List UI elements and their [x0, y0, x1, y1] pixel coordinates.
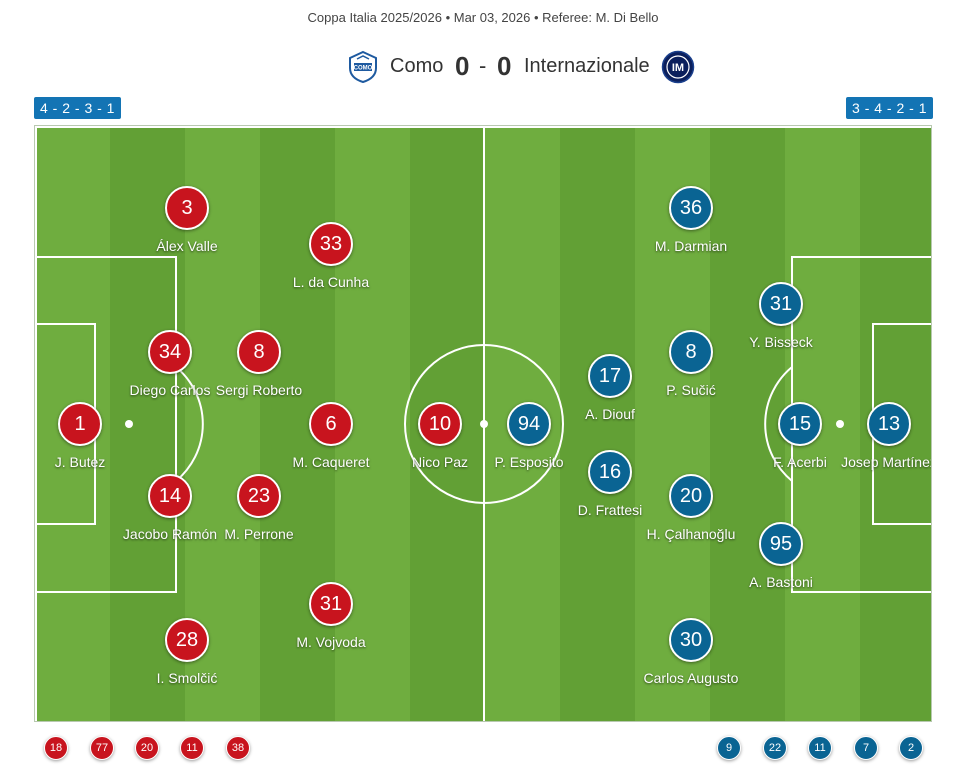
svg-text:IM: IM: [672, 62, 684, 74]
away-player[interactable]: 16 D. Frattesi: [578, 450, 642, 518]
player-number-badge: 30: [669, 618, 713, 662]
away-score: 0: [497, 51, 512, 81]
away-player[interactable]: 95 A. Bastoni: [749, 522, 813, 590]
player-name: Josep Martínez: [841, 454, 932, 470]
away-sub-badge[interactable]: 2: [899, 736, 923, 760]
player-name: F. Acerbi: [773, 454, 827, 470]
away-team-name: Internazionale: [524, 55, 650, 77]
player-name: M. Perrone: [224, 526, 294, 542]
player-name: M. Vojvoda: [296, 634, 366, 650]
home-player[interactable]: 1 J. Butez: [55, 402, 105, 470]
home-sub-badge[interactable]: 20: [135, 736, 159, 760]
home-player[interactable]: 34 Diego Carlos: [130, 330, 210, 398]
away-sub-badge[interactable]: 11: [808, 736, 832, 760]
home-sub-badge[interactable]: 11: [180, 736, 204, 760]
player-name: M. Caqueret: [292, 454, 370, 470]
inter-crest-icon: IM: [661, 50, 695, 84]
player-number-badge: 1: [58, 402, 102, 446]
home-sub-badge[interactable]: 18: [44, 736, 68, 760]
home-player[interactable]: 23 M. Perrone: [224, 474, 294, 542]
player-name: Nico Paz: [411, 454, 469, 470]
player-name: Carlos Augusto: [643, 670, 739, 686]
home-player[interactable]: 33 L. da Cunha: [293, 222, 369, 290]
player-number-badge: 8: [237, 330, 281, 374]
player-number-badge: 31: [309, 582, 353, 626]
player-number-badge: 23: [237, 474, 281, 518]
player-name: Sergi Roberto: [215, 382, 303, 398]
home-player[interactable]: 8 Sergi Roberto: [216, 330, 302, 398]
home-player[interactable]: 3 Álex Valle: [156, 186, 218, 254]
score-separator: -: [479, 53, 487, 78]
player-name: H. Çalhanoğlu: [646, 526, 736, 542]
player-number-badge: 94: [507, 402, 551, 446]
player-number-badge: 34: [148, 330, 192, 374]
player-number-badge: 10: [418, 402, 462, 446]
svg-text:COMO: COMO: [354, 66, 373, 72]
away-player[interactable]: 20 H. Çalhanoğlu: [647, 474, 735, 542]
home-player[interactable]: 6 M. Caqueret: [292, 402, 370, 470]
player-name: Jacobo Ramón: [122, 526, 218, 542]
player-number-badge: 14: [148, 474, 192, 518]
player-number-badge: 31: [759, 282, 803, 326]
away-sub-badge[interactable]: 22: [763, 736, 787, 760]
player-name: I. Smolčić: [156, 670, 218, 686]
home-player[interactable]: 28 I. Smolčić: [157, 618, 217, 686]
away-player[interactable]: 13 Josep Martínez: [841, 402, 931, 470]
home-player[interactable]: 31 M. Vojvoda: [296, 582, 366, 650]
home-sub-badge[interactable]: 38: [226, 736, 250, 760]
home-player[interactable]: 14 Jacobo Ramón: [123, 474, 217, 542]
player-number-badge: 20: [669, 474, 713, 518]
player-name: A. Diouf: [585, 406, 635, 422]
away-player[interactable]: 31 Y. Bisseck: [749, 282, 813, 350]
player-number-badge: 15: [778, 402, 822, 446]
player-number-badge: 6: [309, 402, 353, 446]
pitch: 1 J. Butez 3 Álex Valle 34 Diego Carlos …: [34, 125, 932, 722]
away-player[interactable]: 94 P. Esposito: [494, 402, 564, 470]
away-sub-badge[interactable]: 9: [717, 736, 741, 760]
player-number-badge: 3: [165, 186, 209, 230]
player-name: Y. Bisseck: [749, 334, 813, 350]
away-player[interactable]: 8 P. Sučić: [666, 330, 716, 398]
player-name: Álex Valle: [156, 238, 218, 254]
player-number-badge: 8: [669, 330, 713, 374]
player-name: L. da Cunha: [292, 274, 370, 290]
away-player[interactable]: 17 A. Diouf: [585, 354, 635, 422]
away-player[interactable]: 15 F. Acerbi: [773, 402, 827, 470]
away-sub-badge[interactable]: 7: [854, 736, 878, 760]
player-number-badge: 95: [759, 522, 803, 566]
player-name: J. Butez: [54, 454, 106, 470]
player-number-badge: 17: [588, 354, 632, 398]
player-number-badge: 16: [588, 450, 632, 494]
player-name: Diego Carlos: [129, 382, 211, 398]
away-player[interactable]: 30 Carlos Augusto: [644, 618, 738, 686]
home-formation-badge: 4 - 2 - 3 - 1: [34, 97, 121, 119]
player-name: A. Bastoni: [749, 574, 813, 590]
player-name: D. Frattesi: [577, 502, 643, 518]
home-player[interactable]: 10 Nico Paz: [412, 402, 468, 470]
match-meta: Coppa Italia 2025/2026 • Mar 03, 2026 • …: [307, 10, 659, 25]
como-crest-icon: COMO: [349, 50, 377, 84]
player-number-badge: 33: [309, 222, 353, 266]
home-team-name: Como: [390, 55, 444, 77]
player-number-badge: 36: [669, 186, 713, 230]
player-number-badge: 28: [165, 618, 209, 662]
home-score: 0: [455, 51, 470, 81]
player-number-badge: 13: [867, 402, 911, 446]
away-player[interactable]: 36 M. Darmian: [655, 186, 727, 254]
player-name: P. Sučić: [666, 382, 716, 398]
away-formation-badge: 3 - 4 - 2 - 1: [846, 97, 933, 119]
home-sub-badge[interactable]: 77: [90, 736, 114, 760]
player-name: M. Darmian: [654, 238, 728, 254]
player-name: P. Esposito: [494, 454, 564, 470]
